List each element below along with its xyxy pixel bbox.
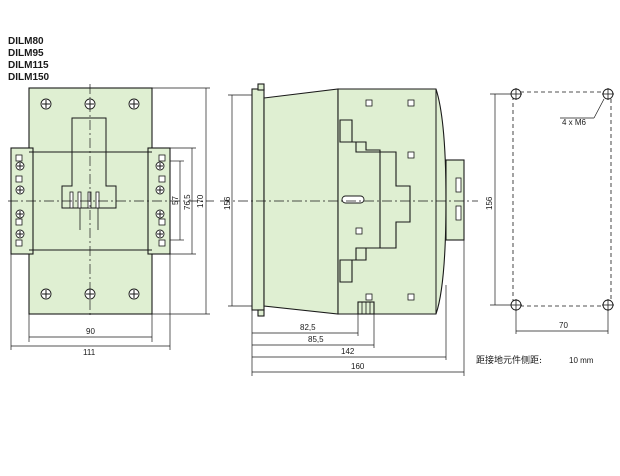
dim-82-5: 82,5 (300, 323, 316, 332)
mount-screw-spec: 4 x M6 (562, 118, 587, 127)
side-rear-body (263, 88, 339, 315)
model-list: DILM80 DILM95 DILM115 DILM150 (8, 36, 50, 83)
clearance-note-label: 距接地元件侧距: (476, 354, 542, 366)
dim-76-5: 76,5 (183, 194, 192, 210)
dim-side-156: 156 (223, 196, 232, 210)
dim-mount-70: 70 (559, 321, 568, 330)
side-aux-contact (445, 159, 465, 241)
dim-90: 90 (86, 327, 95, 336)
mounting-view: 4 x M6 156 70 (485, 88, 614, 334)
dim-142: 142 (341, 347, 355, 356)
side-view: 156 82,5 85,5 142 160 (220, 83, 478, 376)
dim-85-5: 85,5 (308, 335, 324, 344)
model-label-dilm95: DILM95 (8, 48, 44, 59)
front-screws-side (15, 161, 165, 239)
front-view: 57 76,5 170 90 111 (8, 84, 214, 357)
clearance-note-value: 10 mm (569, 356, 594, 365)
dim-160: 160 (351, 362, 365, 371)
dim-mount-156: 156 (485, 196, 494, 210)
model-label-dilm150: DILM150 (8, 72, 50, 83)
dim-57: 57 (171, 196, 180, 205)
dim-111: 111 (83, 348, 96, 357)
model-label-dilm80: DILM80 (8, 36, 44, 47)
dim-170: 170 (196, 194, 205, 208)
side-actuator-profile (339, 119, 411, 283)
mounting-holes (510, 88, 614, 311)
front-actuator (61, 117, 117, 209)
model-label-dilm115: DILM115 (8, 60, 49, 71)
clearance-note: 距接地元件侧距: 10 mm (476, 354, 594, 366)
side-base-plate (251, 88, 265, 311)
